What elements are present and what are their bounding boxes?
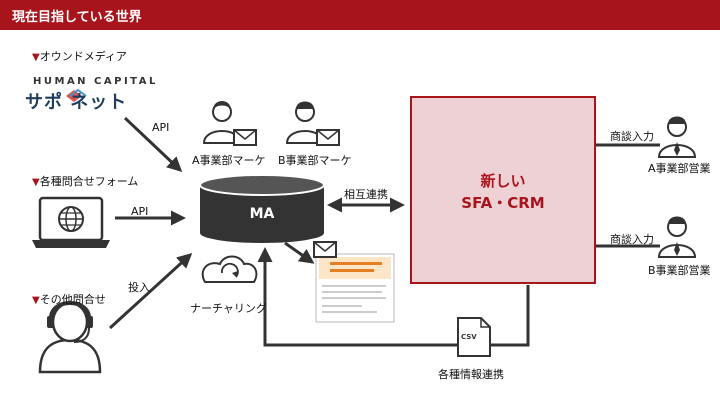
user-a-sales-icon — [657, 116, 697, 158]
csv-label: CSV — [461, 333, 477, 341]
input-label: 投入 — [128, 281, 150, 294]
forms-label: ▼各種問合せフォーム — [32, 175, 139, 188]
marketing-b-label: B事業部マーケ — [278, 154, 352, 167]
info-link-label: 各種情報連携 — [438, 368, 504, 381]
csv-file-icon — [457, 317, 491, 357]
triangle-icon: ▼ — [32, 177, 40, 188]
input-arrow-other — [108, 252, 193, 330]
sales-a-input-label: 商談入力 — [610, 130, 654, 143]
sfa-title-line2: SFA・CRM — [461, 194, 545, 212]
sales-b-team-label: B事業部営業 — [648, 264, 711, 277]
mutual-link-label: 相互連携 — [344, 188, 388, 201]
newsletter-screenshot — [313, 241, 395, 323]
page-title: 現在目指している世界 — [12, 10, 142, 25]
header-bar: 現在目指している世界 — [0, 0, 720, 30]
sfa-crm-box: 新しい SFA・CRM — [410, 96, 596, 284]
nurturing-cycle-icon — [201, 255, 258, 283]
brand-logo-mark — [66, 88, 87, 102]
mail-arrow — [284, 241, 315, 264]
info-link-arrow — [257, 247, 530, 347]
nurturing-label: ナーチャリング — [190, 302, 267, 315]
user-a-marketing-icon — [202, 101, 257, 146]
ma-database — [199, 174, 325, 243]
laptop-icon — [32, 196, 110, 248]
marketing-a-label: A事業部マーケ — [192, 154, 266, 167]
api-label-1: API — [152, 121, 170, 134]
triangle-icon: ▼ — [32, 52, 40, 63]
triangle-icon: ▼ — [32, 295, 40, 306]
sales-a-team-label: A事業部営業 — [648, 162, 711, 175]
sfa-title-line1: 新しい — [480, 172, 526, 190]
other-inquiry-label: ▼その他問合せ — [32, 293, 106, 306]
brand-top-text: HUMAN CAPITAL — [33, 76, 158, 87]
user-b-sales-icon — [657, 216, 697, 258]
ma-label: MA — [249, 206, 275, 222]
sales-b-input-label: 商談入力 — [610, 233, 654, 246]
operator-icon — [38, 301, 102, 374]
owned-media-label: ▼オウンドメディア — [32, 50, 127, 63]
user-b-marketing-icon — [285, 101, 340, 146]
api-arrow-owned-media — [123, 116, 183, 173]
api-label-2: API — [131, 205, 149, 218]
brand-main-text: サポ ネット — [25, 92, 128, 113]
